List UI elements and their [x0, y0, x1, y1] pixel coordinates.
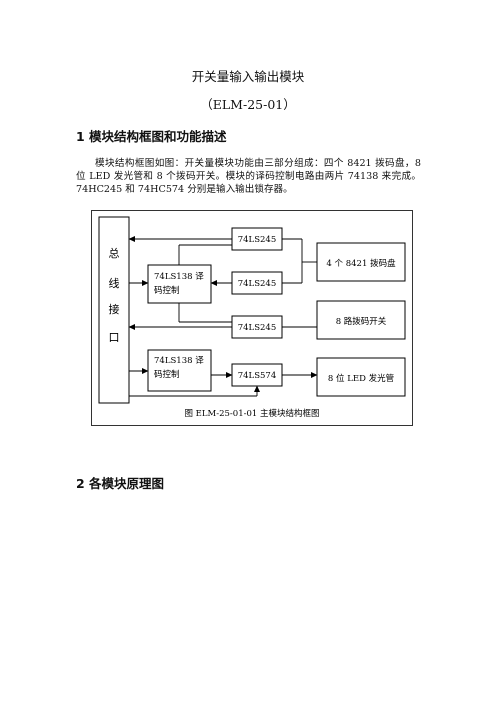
- decoder-1-label-line2: 码控制: [154, 285, 180, 296]
- bus-interface-box: [98, 216, 130, 404]
- page-subtitle: （ELM-25-01）: [200, 97, 296, 112]
- decoder-2-label-line1: 74LS138 译: [154, 356, 204, 366]
- bus-label-1: 总: [109, 246, 120, 260]
- diagram-frame: [91, 210, 413, 426]
- chip-245-b-label: 74LS245: [238, 279, 277, 289]
- switch-box: [316, 300, 406, 340]
- bus-label-4: 口: [109, 331, 120, 344]
- section-heading-2: 2 各模块原理图: [76, 476, 165, 491]
- decoder-1-label-line1: 74LS138 译: [154, 272, 204, 282]
- led-label: 8 位 LED 发光管: [328, 373, 394, 384]
- description-paragraph: 模块结构框图如图：开关量模块功能由三部分组成：四个 8421 拨码盘，8 位 L…: [76, 158, 421, 195]
- bus-label-3: 接: [109, 303, 120, 316]
- diagram-caption: 图 ELM-25-01-01 主模块结构框图: [184, 408, 319, 419]
- section-heading-1: 1 模块结构框图和功能描述: [76, 129, 227, 144]
- chip-574-label: 74LS574: [238, 371, 277, 381]
- chip-245-a-label: 74LS245: [238, 235, 277, 245]
- block-diagram: 总 线 接 口 74LS138 译 码控制 74LS138 译 码控制 74LS…: [91, 210, 413, 426]
- dial-label: 4 个 8421 拨码盘: [326, 258, 396, 269]
- decoder-2-label-line2: 码控制: [154, 369, 180, 380]
- switch-label: 8 路拨码开关: [336, 316, 387, 327]
- bus-label-2: 线: [109, 276, 120, 290]
- page-title: 开关量输入输出模块: [191, 69, 305, 84]
- chip-245-c-label: 74LS245: [238, 323, 277, 333]
- decoder-box-1: [147, 264, 212, 304]
